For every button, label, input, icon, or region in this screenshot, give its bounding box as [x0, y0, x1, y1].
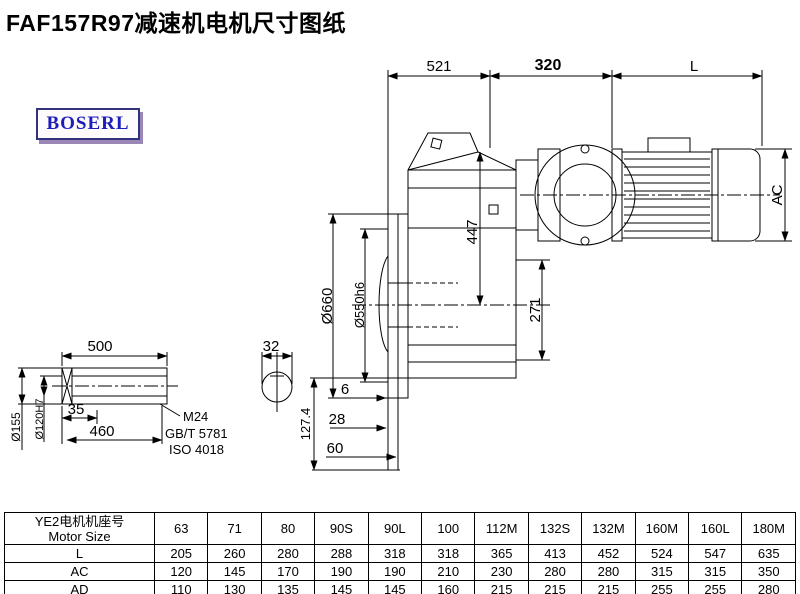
- value-cell: 230: [474, 562, 529, 581]
- size-col-header: 71: [207, 512, 262, 545]
- row-label: L: [4, 544, 155, 563]
- dim-460-label: 460: [89, 423, 114, 440]
- dim-127-4-label: 127.4: [298, 408, 313, 441]
- value-cell: 260: [207, 544, 262, 563]
- size-col-header: 100: [421, 512, 476, 545]
- dim-dia155-label: Ø155: [9, 412, 23, 442]
- size-col-header: 160L: [688, 512, 743, 545]
- dim-35-label: 35: [68, 401, 85, 418]
- value-cell: 205: [153, 544, 209, 563]
- size-col-header: 160M: [634, 512, 690, 545]
- dim-60-label: 60: [327, 440, 344, 457]
- row-label: AD: [4, 580, 155, 594]
- value-cell: 547: [688, 544, 743, 563]
- value-cell: 130: [207, 580, 262, 594]
- value-cell: 280: [527, 562, 583, 581]
- value-cell: 215: [474, 580, 529, 594]
- row-label: AC: [4, 562, 155, 581]
- size-col-header: 90S: [314, 512, 369, 545]
- value-cell: 255: [688, 580, 743, 594]
- brand-logo-text: BOSERL: [46, 113, 130, 134]
- value-cell: 135: [260, 580, 316, 594]
- value-cell: 145: [314, 580, 369, 594]
- value-cell: 190: [367, 562, 423, 581]
- value-cell: 318: [421, 544, 476, 563]
- header-en: Motor Size: [48, 528, 111, 544]
- value-cell: 215: [581, 580, 636, 594]
- value-cell: 635: [741, 544, 796, 563]
- dim-6-label: 6: [341, 381, 349, 398]
- note-gbt-label: GB/T 5781: [165, 426, 228, 441]
- size-col-header: 80: [260, 512, 316, 545]
- value-cell: 190: [314, 562, 369, 581]
- dim-28-label: 28: [329, 411, 346, 428]
- size-col-header: 132M: [581, 512, 636, 545]
- dim-dia120-label: Ø120H7: [34, 399, 46, 440]
- value-cell: 315: [688, 562, 743, 581]
- dim-32-label: 32: [263, 338, 280, 355]
- value-cell: 280: [581, 562, 636, 581]
- value-cell: 215: [527, 580, 583, 594]
- header-cn: YE2电机机座号: [34, 513, 125, 529]
- value-cell: 280: [260, 544, 316, 563]
- value-cell: 350: [741, 562, 796, 581]
- page-title: FAF157R97减速机电机尺寸图纸: [6, 10, 347, 36]
- size-col-header: 112M: [474, 512, 529, 545]
- size-col-header: 180M: [741, 512, 796, 545]
- note-m24-label: M24: [183, 409, 208, 424]
- value-cell: 160: [421, 580, 476, 594]
- value-cell: 288: [314, 544, 369, 563]
- dim-521-label: 521: [426, 58, 451, 75]
- value-cell: 315: [634, 562, 690, 581]
- dim-dia660-label: Ø660: [319, 288, 336, 325]
- value-cell: 110: [153, 580, 209, 594]
- dim-447-label: 447: [464, 219, 481, 244]
- value-cell: 145: [367, 580, 423, 594]
- dim-ac-label: AC: [769, 184, 786, 205]
- value-cell: 452: [581, 544, 636, 563]
- size-col-header: 63: [153, 512, 209, 545]
- value-cell: 365: [474, 544, 529, 563]
- size-col-header: 90L: [367, 512, 423, 545]
- dim-500-label: 500: [87, 338, 112, 355]
- value-cell: 255: [634, 580, 690, 594]
- drawing-geometry: [18, 70, 792, 471]
- value-cell: 280: [741, 580, 796, 594]
- value-cell: 170: [260, 562, 316, 581]
- note-iso-label: ISO 4018: [169, 442, 224, 457]
- value-cell: 318: [367, 544, 423, 563]
- value-cell: 524: [634, 544, 690, 563]
- value-cell: 120: [153, 562, 209, 581]
- dim-271-label: 271: [527, 297, 544, 322]
- value-cell: 145: [207, 562, 262, 581]
- value-cell: 413: [527, 544, 583, 563]
- dim-l-label: L: [690, 58, 698, 75]
- dim-dia550-label: Ø550h6: [352, 282, 367, 328]
- dim-320-label: 320: [535, 57, 562, 74]
- brand-logo: BOSERL: [36, 108, 140, 140]
- size-col-header: 132S: [527, 512, 583, 545]
- value-cell: 210: [421, 562, 476, 581]
